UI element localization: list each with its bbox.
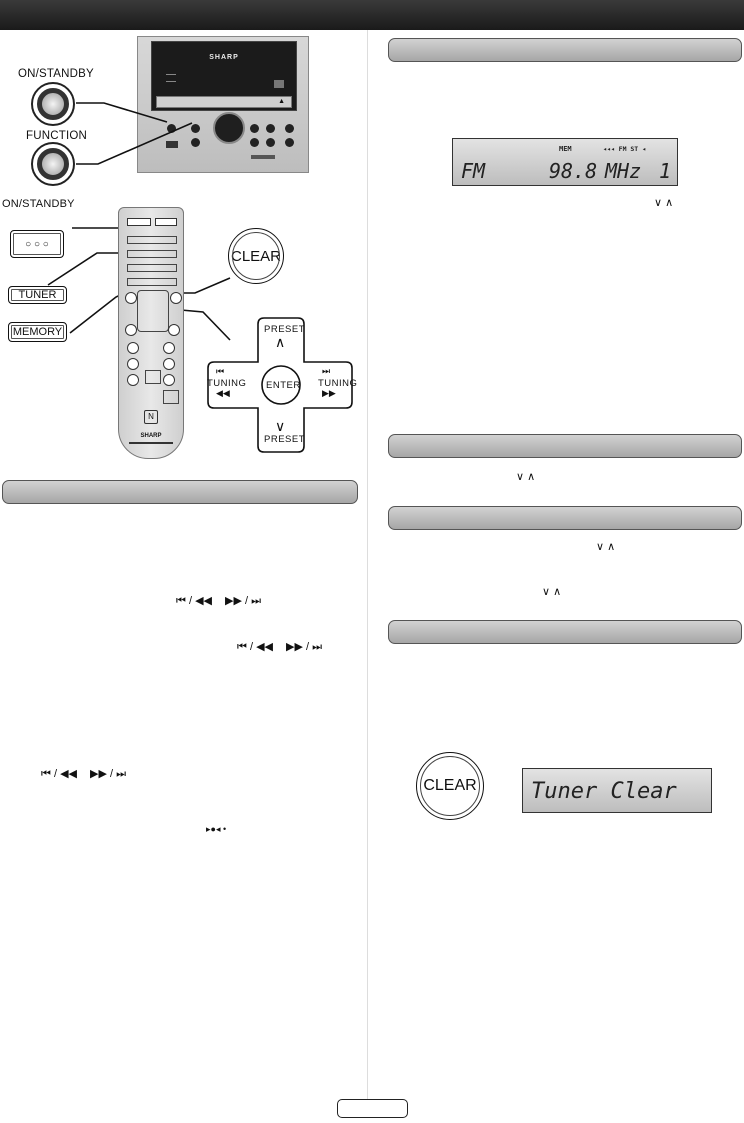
tuning-left-label: TUNING (207, 378, 247, 389)
tuner-button[interactable]: TUNER (8, 286, 67, 304)
clear-button-large[interactable]: CLEAR (416, 752, 484, 820)
mem-indicator: MEM (559, 145, 572, 153)
tuning-left-skip-icon[interactable]: ⏮ (216, 366, 225, 376)
preset-down-up-symbols: ∨ ∧ (654, 197, 674, 209)
remote-row[interactable] (127, 278, 177, 286)
remote-row[interactable] (127, 250, 177, 258)
remote-row[interactable] (127, 264, 177, 272)
tuner-lcd-display: MEM ◂◂◂ FM ST ◂ FM 98.8 MHz 1 (452, 138, 678, 186)
dpad-outline (207, 317, 353, 453)
on-standby-knob[interactable] (31, 82, 75, 126)
skip-back-symbol: ⏮ / ◀◀ (41, 768, 77, 780)
device-callout-lines (47, 102, 231, 341)
section-header-bar (388, 434, 742, 458)
remote-round-button[interactable] (127, 374, 139, 386)
preset-number-readout: 1 (659, 159, 672, 183)
enter-label[interactable]: ENTER (266, 380, 301, 391)
skip-forward-symbol: ▶▶ / ⏭ (225, 595, 261, 607)
nfc-icon: N (144, 410, 158, 424)
unit-button[interactable] (285, 124, 294, 133)
remote-on-standby-label: ON/STANDBY (2, 198, 75, 210)
tuner-clear-lcd: Tuner Clear (522, 768, 712, 813)
unit-small-text (166, 74, 176, 82)
on-standby-label: ON/STANDBY (18, 68, 94, 80)
clear-button-large-label: CLEAR (423, 777, 477, 794)
preset-down-up-symbols: ∨ ∧ (516, 471, 536, 483)
memory-dot-symbols: ▸●◂ • (206, 824, 227, 834)
unit-button[interactable] (191, 138, 200, 147)
clear-button[interactable]: CLEAR (228, 228, 284, 284)
remote-volume-button[interactable] (163, 374, 175, 386)
unit-button[interactable] (266, 124, 275, 133)
unit-readout: MHz (605, 159, 642, 183)
skip-back-symbol: ⏮ / ◀◀ (176, 595, 212, 607)
remote-bottom-stripe (129, 442, 173, 444)
preset-down-icon[interactable]: ∨ (275, 418, 286, 434)
volume-knob[interactable] (213, 112, 245, 144)
remote-clear-button[interactable] (170, 292, 182, 304)
tuning-right-skip-icon[interactable]: ⏭ (322, 366, 331, 376)
unit-button[interactable] (250, 124, 259, 133)
remote-power-button[interactable] (127, 218, 151, 226)
remote-row[interactable] (127, 236, 177, 244)
main-unit: SHARP ▲ (137, 36, 309, 173)
remote-dpad[interactable] (137, 290, 169, 332)
remote-volume-button[interactable] (163, 358, 175, 370)
cd-tray-panel: SHARP ▲ (151, 41, 297, 111)
disc-logo (274, 80, 284, 88)
tuning-right-label: TUNING (318, 378, 358, 389)
frequency-readout: 98.8 (549, 159, 598, 183)
remote-round-button[interactable] (127, 342, 139, 354)
remote-round-button[interactable] (163, 342, 175, 354)
remote-open-close-button[interactable] (155, 218, 177, 226)
remote-power-icon[interactable]: ○ ○ ○ (10, 230, 64, 258)
headphone-jack (285, 138, 294, 147)
unit-function-button[interactable] (191, 124, 200, 133)
skip-back-symbol: ⏮ / ◀◀ (237, 641, 273, 653)
tuning-left-rewind-icon[interactable]: ◀◀ (216, 388, 230, 398)
remote-control: N SHARP (118, 207, 184, 459)
fm-st-indicator: ◂◂◂ FM ST ◂ (603, 145, 647, 153)
remote-round-button[interactable] (125, 324, 137, 336)
section-header-bar (2, 480, 358, 504)
memory-button[interactable]: MEMORY (8, 322, 67, 342)
remote-round-button[interactable] (168, 324, 180, 336)
remote-small-button[interactable] (163, 390, 179, 404)
unit-on-standby-button[interactable] (167, 124, 176, 133)
preset-down-up-symbols: ∨ ∧ (542, 586, 562, 598)
usb-port (166, 141, 178, 148)
bluetooth-logo (251, 155, 275, 159)
function-label: FUNCTION (26, 130, 88, 142)
tuning-right-ff-icon[interactable]: ▶▶ (322, 388, 336, 398)
band-readout: FM (461, 159, 486, 183)
section-header-bar (388, 620, 742, 644)
clear-button-label: CLEAR (230, 247, 282, 265)
skip-forward-symbol: ▶▶ / ⏭ (286, 641, 322, 653)
header-bar (0, 0, 744, 30)
unit-brand-logo: SHARP (209, 54, 239, 61)
remote-round-button[interactable] (127, 358, 139, 370)
function-knob[interactable] (31, 142, 75, 186)
remote-small-button[interactable] (145, 370, 161, 384)
unit-button[interactable] (250, 138, 259, 147)
preset-up-icon[interactable]: ∧ (275, 334, 286, 350)
page-number-box (337, 1099, 408, 1118)
tray-slot: ▲ (156, 96, 292, 108)
preset-up-label: PRESET (264, 324, 306, 335)
unit-button[interactable] (266, 138, 275, 147)
eject-icon[interactable]: ▲ (278, 98, 285, 105)
remote-round-button[interactable] (125, 292, 137, 304)
preset-down-label: PRESET (264, 434, 306, 445)
remote-brand-logo: SHARP (140, 433, 162, 439)
section-header-bar (388, 38, 742, 62)
power-dots: ○ ○ ○ (25, 238, 49, 250)
column-divider (367, 30, 368, 1100)
section-header-bar (388, 506, 742, 530)
skip-forward-symbol: ▶▶ / ⏭ (90, 768, 126, 780)
tuner-clear-readout: Tuner Clear (531, 779, 677, 804)
preset-down-up-symbols: ∨ ∧ (596, 541, 616, 553)
